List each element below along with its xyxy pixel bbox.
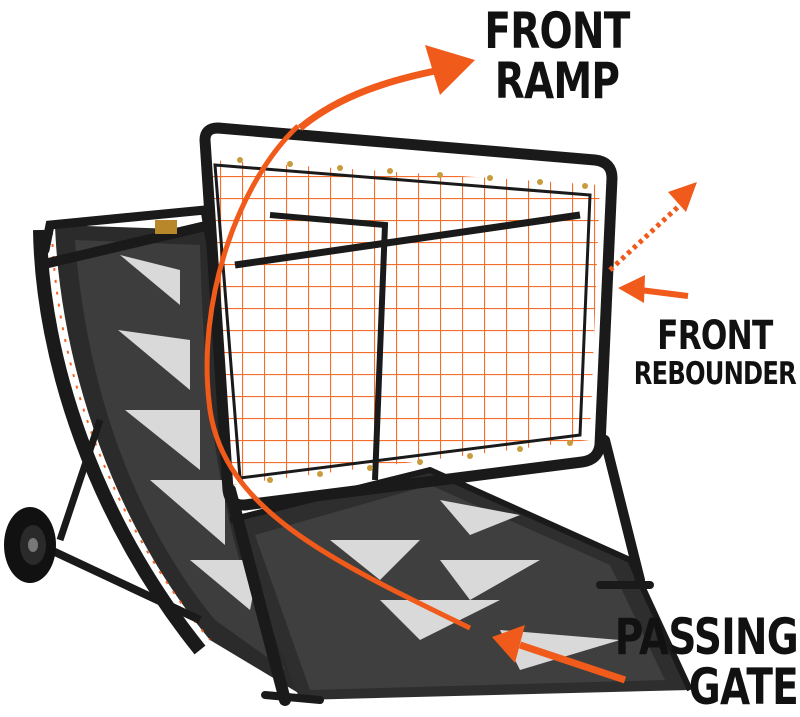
front-rebounder-line1: FRONT [657, 313, 773, 359]
front-rebounder-label: FRONT REBOUNDER [633, 313, 797, 392]
passing-gate-line2: GATE [688, 658, 799, 716]
ramp-bed [229, 466, 693, 700]
front-ramp-arrow [297, 66, 441, 131]
wheel [4, 507, 56, 583]
front-ramp-line2: RAMP [494, 52, 620, 110]
front-rebounder-frame [199, 122, 654, 706]
passing-gate-line1: PASSING [614, 608, 799, 666]
rear-frame [35, 205, 215, 624]
front-ramp-line1: FRONT [484, 2, 630, 60]
passing-gate-label: PASSING GATE [614, 608, 799, 716]
passing-gate-arrow [518, 641, 627, 684]
front-rebounder-line2: REBOUNDER [633, 356, 797, 392]
front-rebounder-arrow [639, 287, 689, 299]
front-ramp-label: FRONT RAMP [483, 6, 631, 106]
arrows [204, 45, 697, 684]
rear-ramp [33, 225, 310, 700]
rebound-dotted-arrow [608, 203, 682, 272]
